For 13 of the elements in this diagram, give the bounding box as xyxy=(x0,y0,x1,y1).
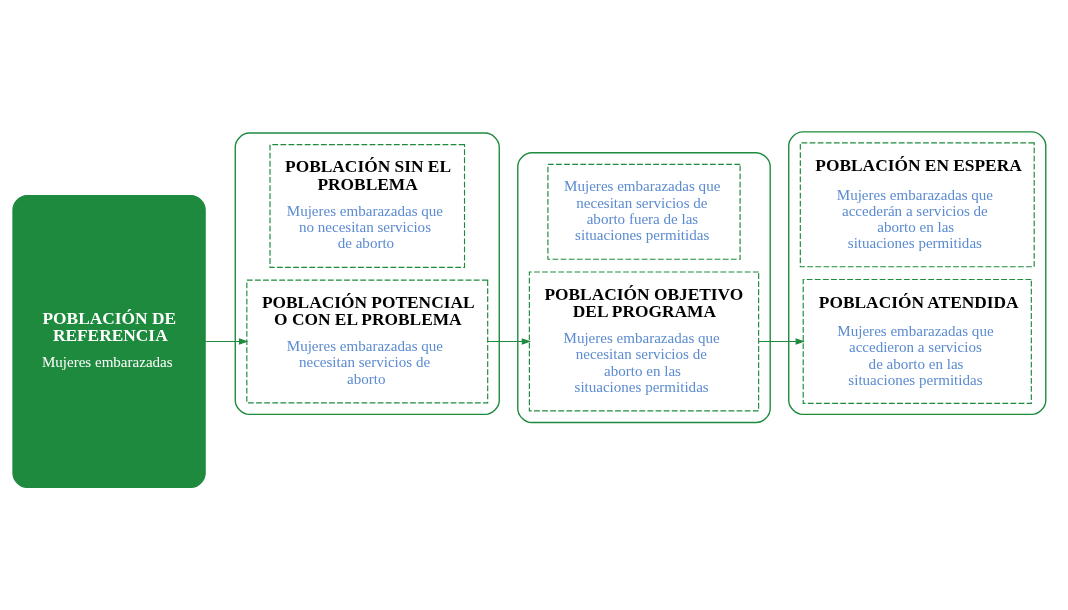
node-box: Mujeres embarazadas que necesitan servicios de aborto fuera de las situaciones permitidas xyxy=(547,163,741,260)
node-box: POBLACIÓN ATENDIDA Mujeres embarazadas que accedieron a servicios de aborto en las situaciones permitidas xyxy=(802,278,1032,404)
arrow xyxy=(487,338,532,345)
node-box: POBLACIÓN POTENCIAL O CON EL PROBLEMA Mujeres embarazadas que necesitan servicios de aborto xyxy=(246,279,489,404)
node-box: POBLACIÓN EN ESPERA Mujeres embarazadas que accederán a servicios de aborto en las situaciones permitidas xyxy=(799,142,1035,268)
arrow xyxy=(758,338,805,345)
node-box: POBLACIÓN SIN EL PROBLEMA Mujeres embarazadas que no necesitan servicios de aborto xyxy=(269,144,466,268)
node-box: POBLACIÓN OBJETIVO DEL PROGRAMA Mujeres embarazadas que necesitan servicios de aborto en las situaciones permitidas xyxy=(528,271,760,412)
cluster xyxy=(517,152,771,424)
node-box: POBLACIÓN DE REFERENCIA Mujeres embarazadas xyxy=(12,195,206,488)
arrow xyxy=(204,338,249,345)
cluster xyxy=(788,131,1047,416)
cluster xyxy=(234,132,500,416)
